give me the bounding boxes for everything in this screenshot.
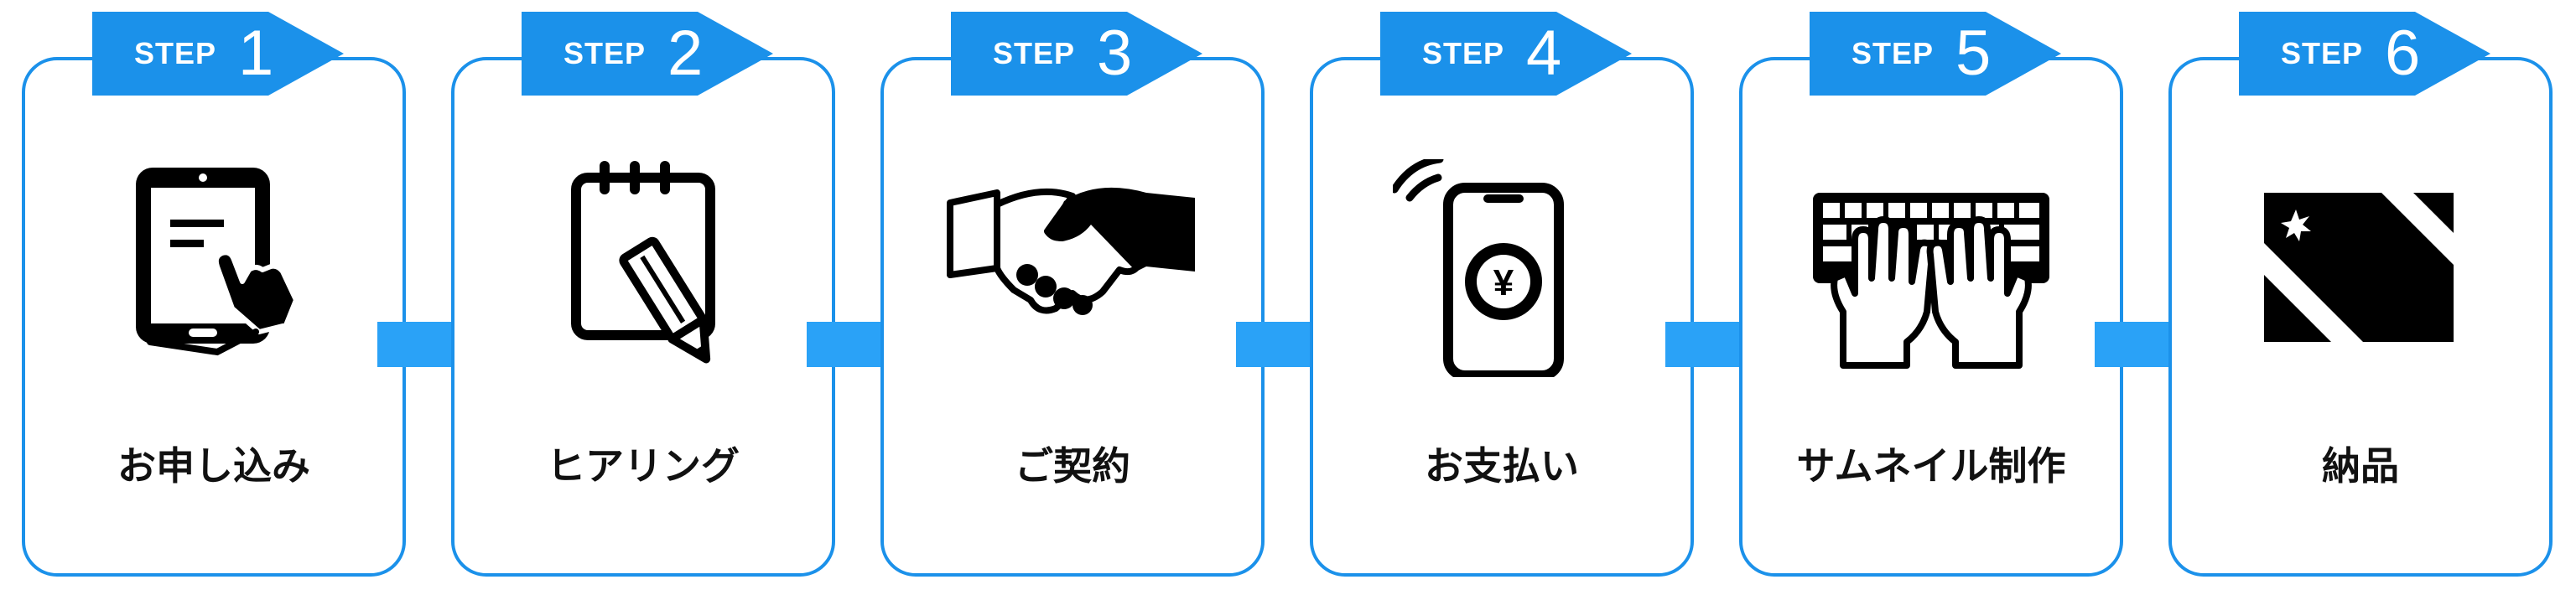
step-card-3 [880,57,1265,577]
step-label-3: ご契約 [1015,443,1130,489]
step-word: STEP [134,36,217,70]
step-label-2: ヒアリング [547,443,740,489]
step-number: 6 [2385,18,2421,89]
step-label-6: 納品 [2322,443,2399,489]
step-card-5 [1739,57,2123,577]
step-number: 5 [1955,18,1992,89]
step-word: STEP [1422,36,1505,70]
step-word: STEP [1852,36,1935,70]
keyboard-typing-icon [1813,193,2049,369]
yen-symbol: ¥ [1493,262,1514,303]
notepad-pencil-icon [571,161,715,364]
step-number: 4 [1526,18,1562,89]
step-word: STEP [993,36,1076,70]
smartphone-yen-payment-icon: ¥ [1393,159,1564,377]
step-word: STEP [564,36,647,70]
step-word: STEP [2281,36,2364,70]
step-number: 3 [1097,18,1133,89]
step-label-5: サムネイル制作 [1796,443,2066,489]
handshake-icon [947,187,1195,315]
step-label-1: お申し込み [117,443,310,489]
tablet-touch-icon [136,168,299,356]
delivery-image-icon [2264,193,2454,342]
step-label-4: お支払い [1425,443,1579,489]
step-number: 2 [667,18,704,89]
step-number: 1 [238,18,274,89]
